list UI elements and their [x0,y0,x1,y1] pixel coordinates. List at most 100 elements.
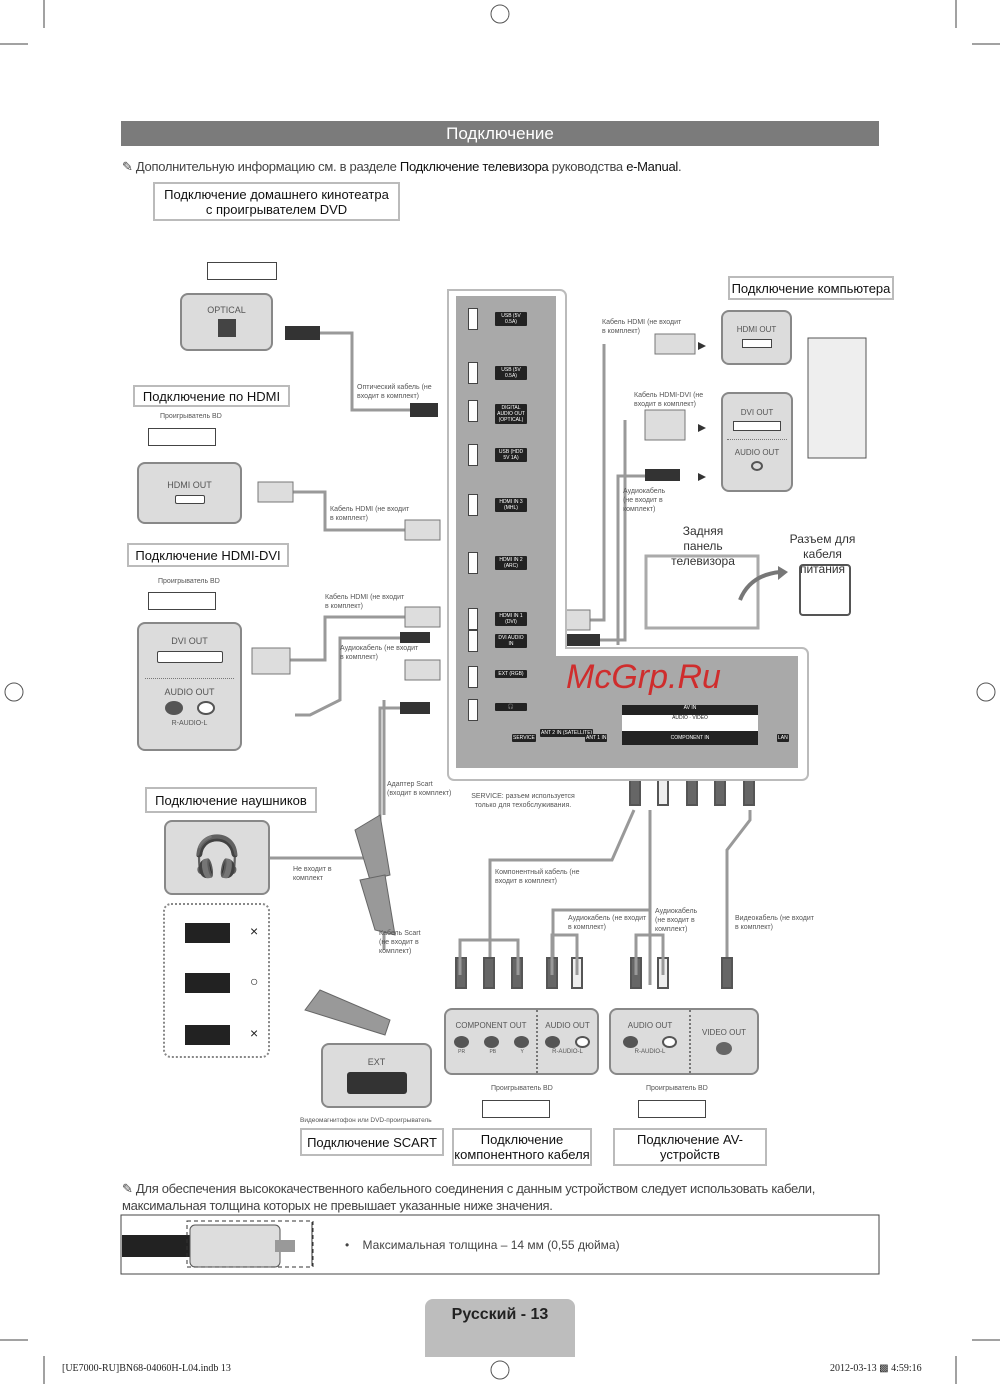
tv-port-socket [468,362,478,384]
dvi-out-label: DVI OUT [171,636,208,646]
tv-port-label: USB (5V 0.5A) [495,312,527,326]
r-audio-l-label: R-AUDIO-L [634,1049,666,1055]
tv-port-label: DIGITAL AUDIO OUT (OPTICAL) [495,404,527,424]
page-number: Русский - 13 [451,1306,549,1323]
audio-jack-icon [751,461,763,471]
cable-caption: Аудиокабель (не входит в комплект) [655,908,698,933]
optical-label: OPTICAL [207,305,246,315]
r-audio-l-label: R-AUDIO-L [171,720,208,727]
rca-ports-icon [538,1036,597,1048]
cable-caption: Аудиокабель (не входит в комплект) [340,645,419,661]
label-component: Подключение компонентного кабеля [452,1128,592,1166]
plug-not-supported-mark: × [250,1025,259,1041]
tv-port-label: USB (HDD 5V 1A) [495,448,527,462]
tv-port-label: HDMI IN 1 (DVI) [495,612,527,626]
optical-panel: OPTICAL [180,293,273,351]
cable-caption: Видеокабель (не входит в комплект) [735,915,814,931]
cable-caption: Аудиокабель (не входит в комплект) [623,488,666,513]
ext-panel: EXT [321,1043,432,1108]
video-label: VIDEO [692,715,708,721]
dvd-player-icon [207,262,277,280]
bd-player-icon [638,1100,706,1118]
cable-caption: Кабель Scart (не входит в комплект) [379,930,421,955]
av-component-in-block: AV IN AUDIO · VIDEO COMPONENT IN [622,705,758,745]
tv-port-socket [468,444,478,466]
service-note: SERVICE: разъем используется только для … [471,793,575,809]
tv-port-label: EXT (RGB) [495,670,527,678]
thickness-spec: • Максимальная толщина – 14 мм (0,55 дюй… [345,1238,620,1252]
watermark: McGrp.Ru [566,658,721,696]
cable-caption: Аудиокабель (не входит в комплект) [568,915,647,931]
plug-supported-mark: ○ [250,973,259,989]
note-link: Подключение телевизора [399,159,549,174]
hdmi-port-icon [741,339,772,348]
dvi-port-icon [156,651,223,663]
bd-player-caption: Проигрыватель BD [646,1085,708,1092]
tv-port-socket [468,630,478,652]
tv-port-socket [468,308,478,330]
audio-out-label: AUDIO OUT [627,1021,673,1030]
label-computer: Подключение компьютера [728,276,894,300]
rca-ports-icon [164,701,215,715]
tv-port-label: HDMI IN 2 (ARC) [495,556,527,570]
bd-player-icon [148,592,216,610]
pr-label: PR [458,1049,466,1055]
top-note: ✎ Дополнительную информацию см. в раздел… [122,159,682,175]
pc-audio-out-label: AUDIO OUT [734,448,780,457]
tv-port-socket [468,666,478,688]
footer-file: [UE7000-RU]BN68-04060H-L04.indb 13 [62,1363,231,1374]
cable-caption: Кабель HDMI (не входит в комплект) [602,319,682,335]
pc-dvi-audio-panel: DVI OUT AUDIO OUT [721,392,793,492]
vcr-dvd-caption: Видеомагнитофон или DVD-проигрыватель [300,1117,432,1124]
rca-ports-icon [611,1036,689,1048]
av-in-label: AV IN [683,705,697,711]
tv-port-label: HDMI IN 3 (MHL) [495,498,527,512]
hdmi-out-panel: HDMI OUT [137,462,242,524]
dvi-out-panel: DVI OUT AUDIO OUT R-AUDIO-L [137,622,242,751]
ext-label: EXT [367,1057,386,1067]
plug-3pole-icon [185,973,230,993]
video-out-label: VIDEO OUT [701,1028,746,1037]
label-hdmi-dvi: Подключение HDMI-DVI [127,543,289,567]
video-port-icon [716,1042,732,1055]
component-in-label: COMPONENT IN [670,735,710,741]
r-audio-l-label: R-AUDIO-L [552,1049,583,1055]
note-suffix: . [677,159,682,174]
label-scart: Подключение SCART [300,1128,444,1156]
bd-player-caption: Проигрыватель BD [158,578,220,585]
tv-port-socket [468,400,478,422]
tv-port-label: USB (5V 0.5A) [495,366,527,380]
hdmi-port-icon [174,495,205,504]
scart-port-icon [346,1072,407,1094]
pc-hdmi-out-label: HDMI OUT [736,325,777,334]
plug-4pole-icon [185,1025,230,1045]
cable-caption: Компонентный кабель (не входит в комплек… [495,869,580,885]
footer-date: 2012-03-13 ▩ 4:59:16 [830,1363,922,1374]
y-label: Y [520,1049,524,1055]
pc-dvi-out-label: DVI OUT [740,408,774,417]
pencil-icon: ✎ [122,159,133,174]
pc-hdmi-panel: HDMI OUT [721,310,792,365]
label-headphones: Подключение наушников [145,787,317,813]
plug-4pole-icon [185,923,230,943]
audio-section: AUDIO OUT R-AUDIO-L [611,1010,691,1073]
cable-caption: Кабель HDMI (не входит в комплект) [325,594,405,610]
label-hdmi: Подключение по HDMI [133,385,290,407]
cable-caption: Оптический кабель (не входит в комплект) [357,384,432,400]
bd-player-caption: Проигрыватель BD [160,413,222,420]
headphones-icon: 🎧 [164,820,270,895]
optical-port-icon [217,319,236,337]
cable-caption: Адаптер Scart (входит в комплект) [387,781,452,797]
audio-out-label: AUDIO OUT [164,687,215,697]
tv-port-label: DVI AUDIO IN [495,634,527,648]
bd-player-caption: Проигрыватель BD [491,1085,553,1092]
hdmi-out-label: HDMI OUT [167,480,212,490]
tv-port-socket [468,494,478,516]
pb-label: PB [489,1049,497,1055]
label-av: Подключение AV-устройств [613,1128,767,1166]
tv-port-label: 🎧 [495,703,527,711]
